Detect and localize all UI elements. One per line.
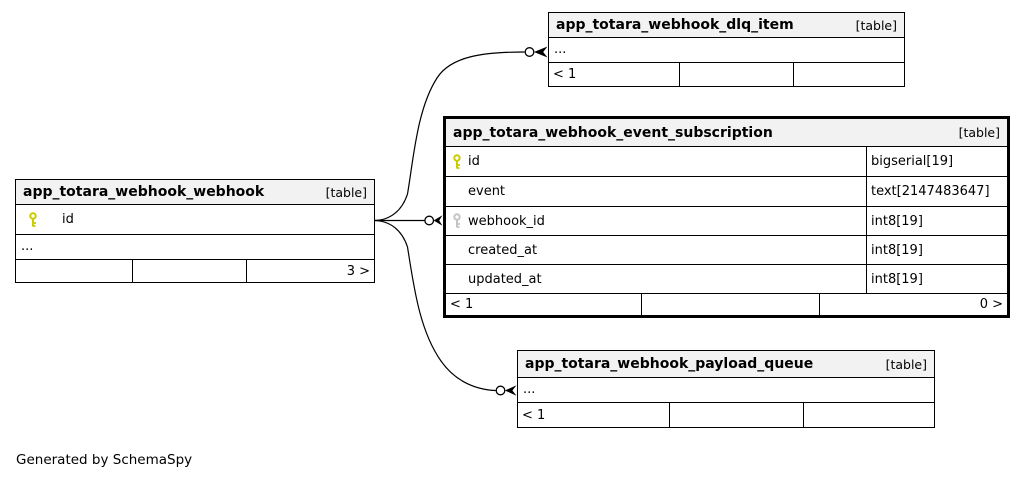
footer-cell-middle: [641, 294, 819, 315]
edge-webhook-to-payload-queue: [374, 219, 496, 392]
odot-event: [424, 215, 435, 226]
footer-cell-children: [16, 260, 132, 282]
table-type-badge: [table]: [855, 17, 897, 33]
column-type: int8[19]: [866, 265, 1007, 293]
footer-cell-parents: [793, 63, 904, 86]
foreign-key-icon: [446, 213, 468, 229]
column-type: int8[19]: [866, 207, 1007, 235]
column-name: id: [468, 154, 480, 169]
table-app-totara-webhook-event-subscription[interactable]: app_totara_webhook_event_subscription [t…: [443, 116, 1010, 318]
footer-cell-children: < 1: [450, 297, 474, 312]
crowfoot-dlq: [533, 46, 548, 58]
odot-dlq: [524, 47, 535, 57]
collapsed-columns-row: ...: [16, 235, 374, 260]
table-footer: < 1: [518, 403, 934, 427]
table-type-badge: [table]: [325, 184, 367, 200]
ellipsis-label: ...: [21, 239, 34, 254]
table-footer: < 1: [549, 63, 904, 86]
table-type-badge: [table]: [885, 356, 927, 372]
footer-cell-parents: [803, 403, 934, 427]
footer-cell-middle: [669, 403, 803, 427]
footer-cell-parents: 0 >: [819, 294, 1007, 315]
table-app-totara-webhook-webhook[interactable]: app_totara_webhook_webhook [table] id ..…: [15, 179, 375, 283]
footer-cell-children: < 1: [522, 407, 546, 423]
ellipsis-label: ...: [554, 42, 567, 57]
odot-payload: [495, 385, 506, 396]
column-type: int8[19]: [866, 236, 1007, 264]
footer-cell-middle: [679, 63, 793, 86]
column-name: event: [468, 184, 506, 199]
column-type: text[2147483647]: [866, 177, 1007, 206]
table-title: app_totara_webhook_payload_queue: [525, 356, 814, 372]
collapsed-columns-row: ...: [549, 38, 904, 63]
column-name: created_at: [468, 242, 538, 258]
collapsed-columns-row: ...: [518, 378, 934, 403]
table-header[interactable]: app_totara_webhook_dlq_item [table]: [549, 13, 904, 38]
ellipsis-label: ...: [523, 382, 536, 397]
column-row-created-at: created_at int8[19]: [446, 236, 1007, 265]
column-name: webhook_id: [468, 213, 545, 229]
column-row-updated-at: updated_at int8[19]: [446, 265, 1007, 294]
table-header[interactable]: app_totara_webhook_webhook [table]: [16, 180, 374, 205]
column-row-id: id: [16, 205, 374, 235]
table-footer: < 1 0 >: [446, 294, 1007, 315]
generator-note: Generated by SchemaSpy: [16, 452, 193, 468]
primary-key-icon: [22, 211, 44, 228]
column-row-webhook-id: webhook_id int8[19]: [446, 207, 1007, 236]
footer-cell-children: < 1: [553, 67, 577, 82]
table-title: app_totara_webhook_event_subscription: [453, 124, 773, 141]
table-header[interactable]: app_totara_webhook_event_subscription [t…: [446, 119, 1007, 147]
crowfoot-payload: [504, 385, 517, 396]
table-title: app_totara_webhook_dlq_item: [556, 17, 794, 33]
footer-cell-parents: 3 >: [246, 260, 374, 282]
table-title: app_totara_webhook_webhook: [23, 184, 265, 200]
table-header[interactable]: app_totara_webhook_payload_queue [table]: [518, 351, 934, 378]
table-app-totara-webhook-payload-queue[interactable]: app_totara_webhook_payload_queue [table]…: [517, 350, 935, 428]
crowfoot-event: [433, 215, 443, 226]
table-type-badge: [table]: [958, 125, 1000, 140]
column-row-event: event text[2147483647]: [446, 177, 1007, 207]
column-type: bigserial[19]: [866, 147, 1007, 176]
column-name: updated_at: [468, 271, 542, 287]
primary-key-icon: [446, 153, 468, 170]
column-row-id: id bigserial[19]: [446, 147, 1007, 177]
table-app-totara-webhook-dlq-item[interactable]: app_totara_webhook_dlq_item [table] ... …: [548, 12, 905, 87]
edge-webhook-to-dlq: [374, 51, 525, 222]
column-name: id: [62, 212, 74, 227]
footer-cell-middle: [132, 260, 246, 282]
table-footer: 3 >: [16, 260, 374, 282]
